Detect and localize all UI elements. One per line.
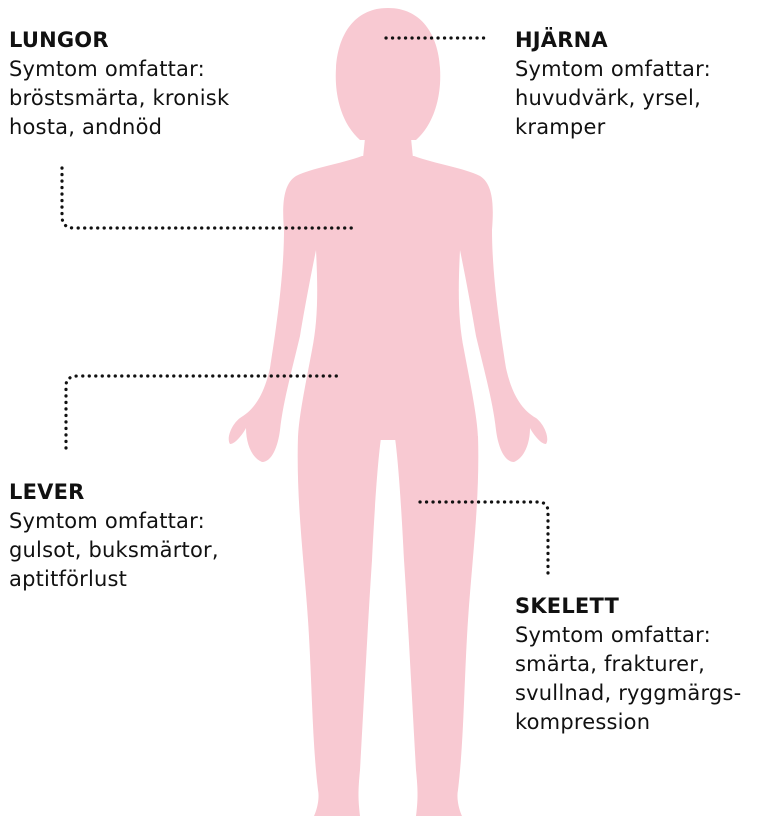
callout-text-line: Symtom omfattar: <box>515 55 711 84</box>
leader-line-lungor <box>62 168 352 228</box>
leader-line-lever <box>66 376 338 448</box>
callout-text-line: kramper <box>515 113 711 142</box>
callout-text-line: bröstsmärta, kronisk <box>9 84 229 113</box>
callout-text-line: gulsot, buksmärtor, <box>9 536 219 565</box>
callout-text-line: smärta, frakturer, <box>515 650 741 679</box>
callout-lungor: LUNGOR Symtom omfattar: bröstsmärta, kro… <box>9 26 229 142</box>
callout-hjarna: HJÄRNA Symtom omfattar: huvudvärk, yrsel… <box>515 26 711 142</box>
callout-skelett: SKELETT Symtom omfattar: smärta, fraktur… <box>515 592 741 737</box>
callout-title-skelett: SKELETT <box>515 592 741 621</box>
callout-text-line: svullnad, ryggmärgs- <box>515 679 741 708</box>
callout-title-lungor: LUNGOR <box>9 26 229 55</box>
callout-text-line: hosta, andnöd <box>9 113 229 142</box>
callout-text-line: Symtom omfattar: <box>515 621 741 650</box>
callout-text-line: Symtom omfattar: <box>9 507 219 536</box>
callout-title-hjarna: HJÄRNA <box>515 26 711 55</box>
callout-text-line: huvudvärk, yrsel, <box>515 84 711 113</box>
callout-title-lever: LEVER <box>9 478 219 507</box>
leader-line-skelett <box>420 502 548 576</box>
callout-text-line: kompression <box>515 708 741 737</box>
callout-text-line: aptitförlust <box>9 565 219 594</box>
callout-text-line: Symtom omfattar: <box>9 55 229 84</box>
callout-lever: LEVER Symtom omfattar: gulsot, buksmärto… <box>9 478 219 594</box>
